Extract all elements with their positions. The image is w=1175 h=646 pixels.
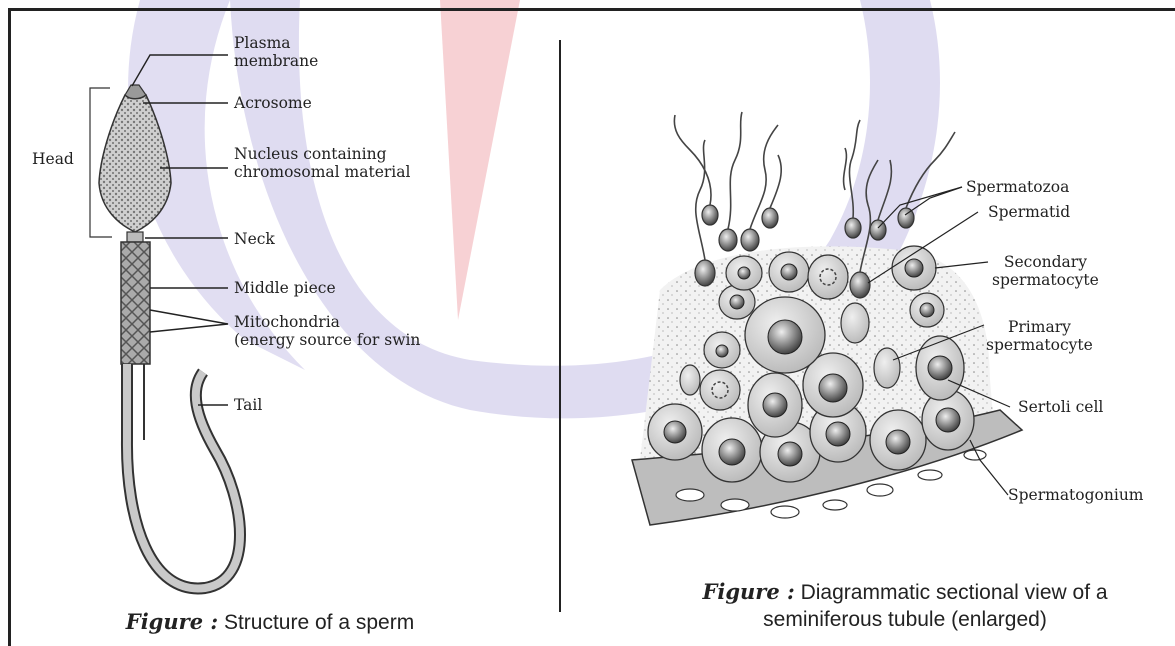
right-caption-prefix: Figure : <box>702 579 794 604</box>
right-caption-text1: Diagrammatic sectional view of a <box>795 581 1108 604</box>
label-spermatogonium: Spermatogonium <box>1008 486 1144 504</box>
label-secondary-spermatocyte: Secondary spermatocyte <box>992 253 1099 289</box>
right-figure-caption: Figure : Diagrammatic sectional view of … <box>640 578 1170 633</box>
label-sertoli-cell: Sertoli cell <box>1018 398 1103 416</box>
right-caption-line1: Figure : Diagrammatic sectional view of … <box>640 578 1170 606</box>
label-spermatid: Spermatid <box>988 203 1070 221</box>
label-spermatozoa: Spermatozoa <box>966 178 1069 196</box>
right-caption-line2: seminiferous tubule (enlarged) <box>640 606 1170 633</box>
label-primary-spermatocyte: Primary spermatocyte <box>986 318 1093 354</box>
